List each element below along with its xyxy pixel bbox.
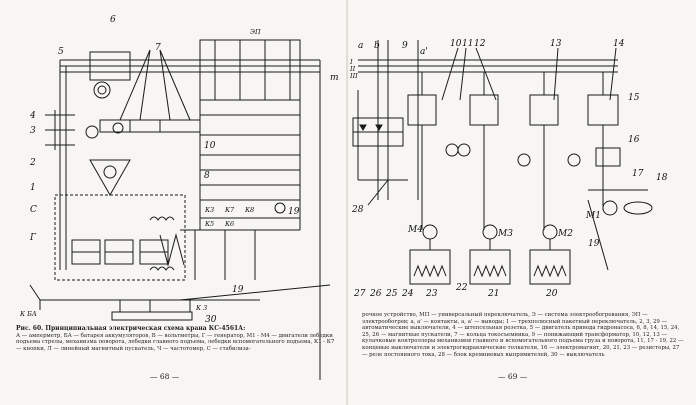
label-24: 24 [401, 289, 414, 299]
label-8: 8 [204, 171, 210, 181]
label-3: 3 [30, 126, 36, 136]
page-number-right: — 69 — [498, 372, 528, 381]
label-21: 21 [487, 289, 499, 299]
caption-title: Рис. 60. Принципиальная электрическая сх… [16, 325, 246, 332]
right-schematic: a b 9 a' I II III 10 11 12 13 14 15 16 1… [349, 39, 668, 299]
label-7: 7 [155, 43, 161, 53]
label-m: m [330, 73, 339, 83]
label-M1: М1 [585, 211, 601, 221]
label-K8: К8 [244, 206, 254, 214]
left-schematic: 5 6 7 4 3 2 1 С Г ЭП m 10 8 К3 К7 К8 К5 … [19, 15, 339, 380]
label-23: 23 [425, 289, 438, 299]
label-19: 19 [588, 239, 600, 249]
label-K6: К6 [224, 220, 234, 228]
label-25: 25 [385, 289, 398, 299]
label-generator: Г [29, 233, 37, 243]
label-26: 26 [369, 289, 382, 299]
left-caption: Рис. 60. Принципиальная электрическая сх… [16, 325, 336, 352]
page-number-left: — 68 — [150, 372, 180, 381]
label-M4: М4 [407, 225, 423, 235]
label-C: С [30, 205, 37, 215]
label-1: 1 [30, 183, 36, 193]
label-17: 17 [632, 169, 644, 179]
label-K5: К5 [204, 220, 214, 228]
label-EP: ЭП [250, 28, 261, 36]
label-9: 9 [402, 41, 408, 51]
label-15: 15 [628, 93, 640, 103]
right-caption: рочное устройство, МП — универсальный пе… [362, 312, 684, 358]
label-M3: М3 [497, 229, 513, 239]
label-19: 19 [232, 285, 244, 295]
label-K3b: К3 [204, 206, 214, 214]
label-16: 16 [628, 135, 640, 145]
label-I: I [349, 58, 353, 66]
label-K7: К7 [224, 206, 235, 214]
label-K3: К 3 [195, 304, 207, 312]
label-27: 27 [353, 289, 366, 299]
label-10: 10 [450, 39, 462, 49]
caption-body: А — амперметр, БА — батарея аккумуляторо… [16, 332, 335, 352]
label-14: 14 [613, 39, 625, 49]
label-II: II [349, 65, 356, 73]
right-page: a b 9 a' I II III 10 11 12 13 14 15 16 1… [348, 0, 696, 405]
label-10: 10 [204, 141, 216, 151]
label-20: 20 [545, 289, 558, 299]
label-12: 12 [474, 39, 486, 49]
label-M2: М2 [557, 229, 573, 239]
left-page: 5 6 7 4 3 2 1 С Г ЭП m 10 8 К3 К7 К8 К5 … [16, 15, 339, 381]
label-6: 6 [110, 15, 116, 25]
label-III: III [349, 72, 358, 80]
label-a: a [358, 41, 363, 51]
label-5: 5 [58, 47, 64, 57]
label-11: 11 [462, 39, 473, 49]
label-18: 18 [656, 173, 668, 183]
label-22: 22 [455, 283, 468, 293]
label-28: 28 [351, 205, 364, 215]
label-KBA: К БА [19, 310, 37, 318]
label-2: 2 [29, 158, 36, 168]
label-13: 13 [550, 39, 562, 49]
label-30: 30 [205, 315, 217, 325]
label-a-prime: a' [420, 47, 428, 57]
label-4: 4 [29, 111, 36, 121]
label-b: b [374, 41, 380, 51]
label-15: 19 [288, 207, 300, 217]
caption-body-right: рочное устройство, МП — универсальный пе… [362, 312, 684, 358]
